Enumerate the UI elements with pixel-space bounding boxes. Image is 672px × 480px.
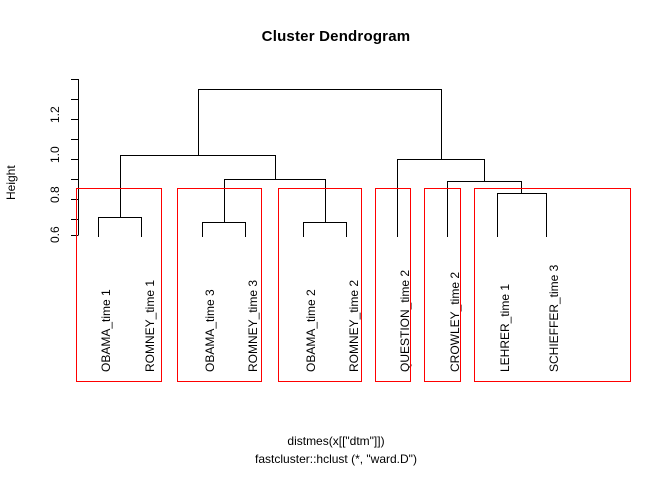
y-axis xyxy=(71,79,79,236)
merge-node-m5 xyxy=(224,179,326,223)
merge-node-m7 xyxy=(120,155,276,218)
merge-node-m4 xyxy=(497,193,547,237)
merge-node-m3 xyxy=(303,222,347,237)
cluster-box-4 xyxy=(375,188,411,382)
dendrogram-tree xyxy=(98,89,547,237)
caption-line-1: distmes(x[["dtm"]]) xyxy=(287,434,385,448)
merge-node-m1 xyxy=(98,217,142,237)
cluster-box-3 xyxy=(278,188,362,382)
cluster-box-6 xyxy=(474,188,631,382)
merge-node-m6 xyxy=(447,181,522,237)
merge-node-m9-root xyxy=(198,89,442,160)
cluster-box-5 xyxy=(424,188,461,382)
cluster-box-1 xyxy=(76,188,162,382)
caption-line-2: fastcluster::hclust (*, "ward.D") xyxy=(255,452,417,466)
cluster-boxes xyxy=(76,188,631,382)
merge-node-m2 xyxy=(202,222,246,237)
cluster-box-2 xyxy=(177,188,262,382)
page-title: Cluster Dendrogram xyxy=(261,28,411,45)
